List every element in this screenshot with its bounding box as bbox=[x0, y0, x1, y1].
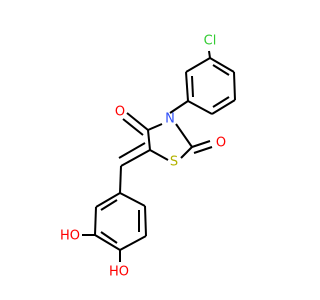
bond-ring1-4 bbox=[187, 100, 213, 115]
bond-c5-ch-b bbox=[118, 142, 146, 159]
bond-ring2-1 bbox=[95, 192, 121, 208]
bond-ring1-d1 bbox=[212, 64, 230, 76]
bond-c5-s bbox=[149, 149, 169, 161]
bond-c4-o-a bbox=[126, 112, 149, 131]
bond-cl-c bbox=[208, 50, 211, 59]
molecule-drawing: Cl O N O S HO HO bbox=[60, 34, 236, 280]
bond-ring2-d2 bbox=[100, 231, 118, 244]
atom-oxygen-carbonyl-top: O bbox=[115, 105, 125, 120]
bond-n-c4 bbox=[147, 123, 163, 131]
structure-canvas: Cl O N O S HO HO bbox=[59, 33, 236, 280]
bond-c2-n bbox=[175, 123, 193, 148]
atom-chlorine: Cl bbox=[204, 34, 217, 49]
bond-ring2-d1 bbox=[100, 199, 118, 211]
bond-ring1-d3 bbox=[191, 75, 194, 98]
atom-nitrogen: N bbox=[165, 112, 175, 127]
atom-hydroxyl-bottom: HO bbox=[109, 265, 129, 280]
bond-ring1-n bbox=[169, 100, 189, 114]
bond-group bbox=[82, 50, 236, 262]
bond-ring2-4 bbox=[119, 235, 147, 251]
bond-ring1-1 bbox=[209, 57, 235, 73]
atom-sulfur: S bbox=[170, 155, 178, 170]
atom-hydroxyl-left: HO bbox=[60, 229, 80, 244]
bond-ch-ring2 bbox=[119, 165, 122, 194]
bond-ring2-5 bbox=[144, 205, 147, 237]
atom-oxygen-carbonyl-right: O bbox=[216, 136, 226, 151]
bond-ring1-2 bbox=[233, 71, 236, 101]
bond-ring1-5 bbox=[185, 71, 189, 102]
bond-ring2-3 bbox=[94, 234, 121, 251]
bond-c4-c5 bbox=[147, 129, 151, 151]
bond-c2-o-b bbox=[193, 146, 213, 154]
atom-labels: Cl O N O S HO HO bbox=[60, 34, 226, 280]
bond-s-c2 bbox=[180, 146, 193, 159]
bond-ring1-d2 bbox=[212, 96, 230, 108]
bond-ring1-6 bbox=[185, 57, 211, 73]
bond-ring2-2 bbox=[94, 206, 97, 236]
bond-c4-o-b bbox=[122, 118, 144, 136]
bond-c5-ch-a bbox=[120, 149, 151, 167]
bond-ring2-6 bbox=[119, 192, 146, 207]
bond-c2-o-a bbox=[191, 140, 211, 148]
bond-ring1-3 bbox=[211, 99, 236, 115]
